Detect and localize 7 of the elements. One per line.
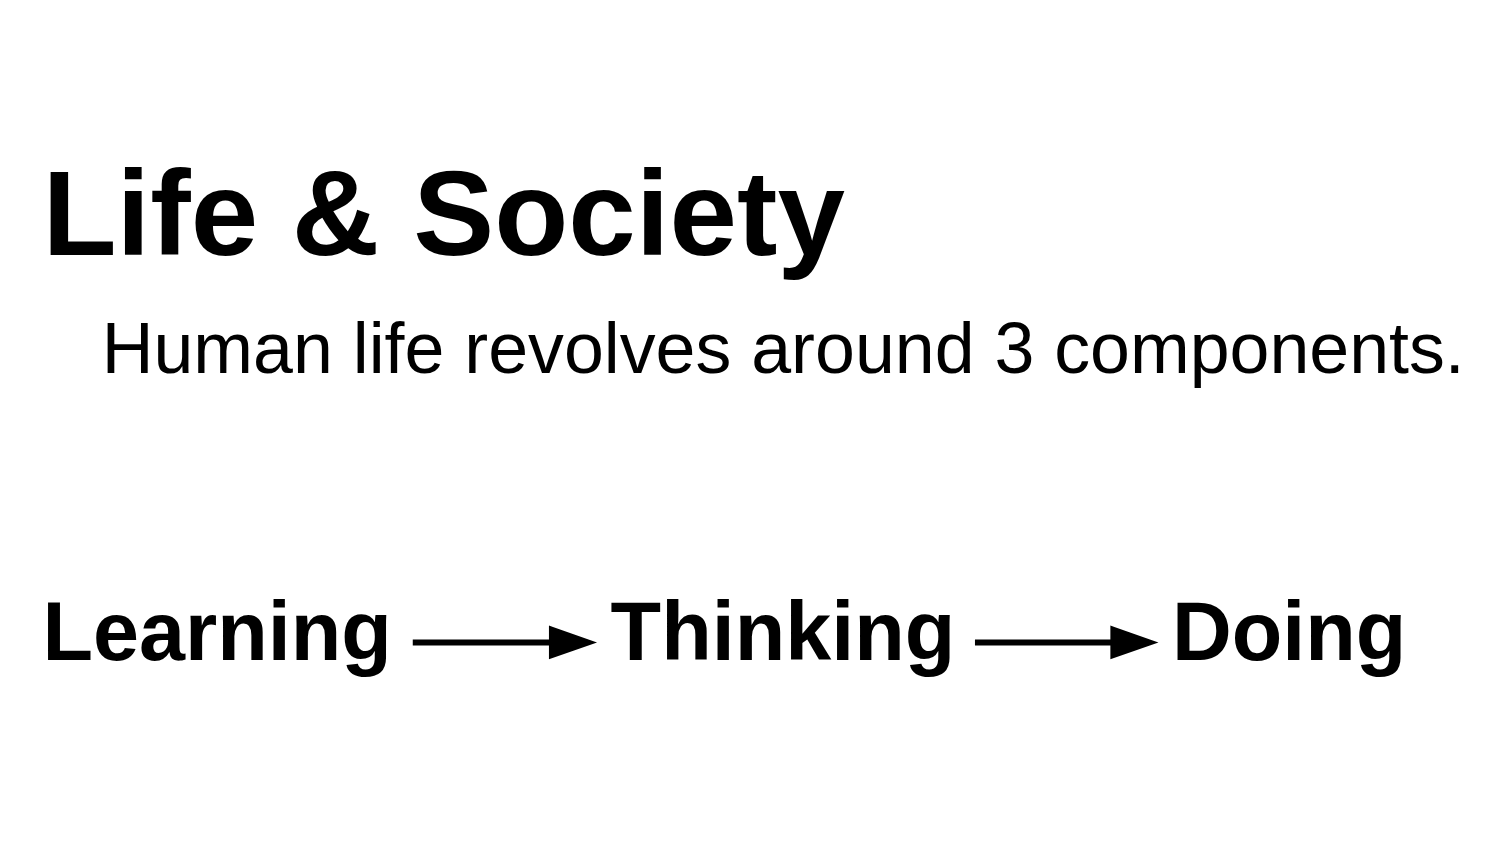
node-text: Thinking bbox=[610, 584, 956, 678]
label: Human life revolves around 3 components. bbox=[101, 307, 1465, 388]
arrow bbox=[412, 625, 598, 659]
node-text: Doing bbox=[1171, 584, 1407, 678]
arrow bbox=[974, 625, 1159, 659]
diagram-title: Life & Society bbox=[42, 144, 845, 281]
node-text: Learning bbox=[42, 584, 392, 678]
